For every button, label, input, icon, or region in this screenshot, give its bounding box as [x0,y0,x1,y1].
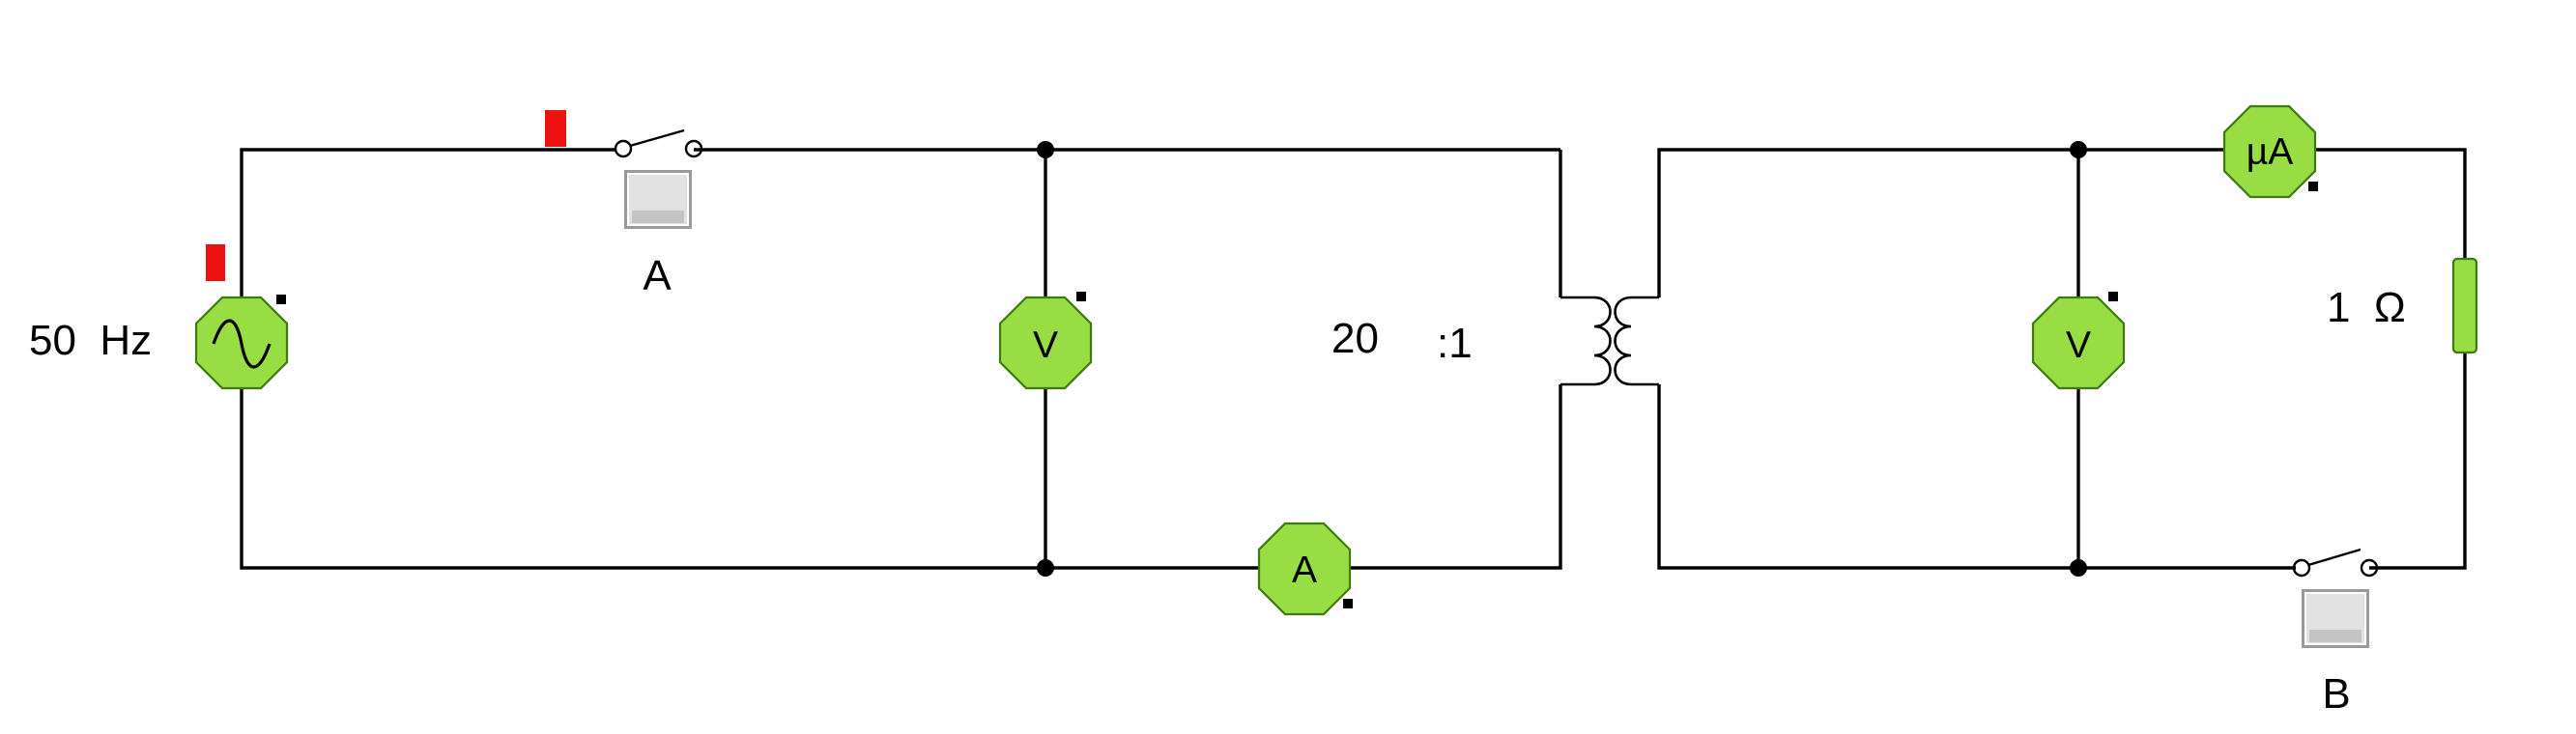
primary-ammeter[interactable]: A [1257,522,1353,616]
wire-secondary-top [1657,148,2467,297]
wire-secondary-right-bottom [2369,353,2467,570]
switch-contact [2292,558,2311,578]
meter-body [2031,296,2126,390]
meter-body [2222,104,2317,199]
wire-primary-top-left [240,148,615,297]
load-resistor[interactable] [2451,257,2478,354]
meter-body [998,296,1093,390]
terminal-dot [276,295,286,304]
junction-node [1037,141,1054,158]
ac-source[interactable] [194,244,289,390]
transformer-ratio-secondary: :1 [1437,320,1473,367]
transformer[interactable] [1560,296,1659,386]
secondary-microammeter[interactable]: µA [2222,104,2318,199]
switch-b-key[interactable] [2302,589,2369,648]
wire-secondary-bottom [1657,384,2296,570]
resistor-body [2451,257,2478,354]
load-resistor-label: 1 Ω [2327,284,2406,331]
switch-b-label: B [2322,670,2350,718]
transformer-secondary-coil [1614,296,1632,386]
meter-symbol: µA [2247,131,2293,173]
junction-node [2070,141,2087,158]
marker-flag [545,110,566,147]
transformer-ratio-primary: 20 [1331,315,1379,362]
switch-contact [614,139,633,158]
wire-primary-bottom [240,384,1562,570]
switch-contact [2360,558,2379,578]
switch-b[interactable] [2292,548,2379,648]
meter-symbol: A [1292,550,1317,591]
secondary-voltmeter[interactable]: V [2031,292,2126,390]
switch-blade [629,128,685,148]
sine-wave-icon [212,319,272,369]
meter-body [1257,522,1352,616]
junction-node [2070,559,2087,577]
switch-contact [684,139,703,158]
terminal-dot [2108,292,2118,301]
transformer-primary-coil [1593,296,1612,386]
switch-blade [2307,548,2361,567]
primary-voltmeter[interactable]: V [998,292,1093,390]
terminal-dot [1343,599,1353,608]
terminal-dot [1076,292,1086,301]
meter-symbol: V [2066,325,2091,366]
terminal-dot [2308,182,2318,191]
switch-a[interactable] [545,110,703,229]
switch-a-label: A [643,252,672,299]
junction-node [1037,559,1054,577]
marker-flag [206,244,225,281]
source-frequency-label: 50 Hz [29,317,152,364]
meter-symbol: V [1033,325,1058,366]
switch-a-key[interactable] [624,170,692,229]
